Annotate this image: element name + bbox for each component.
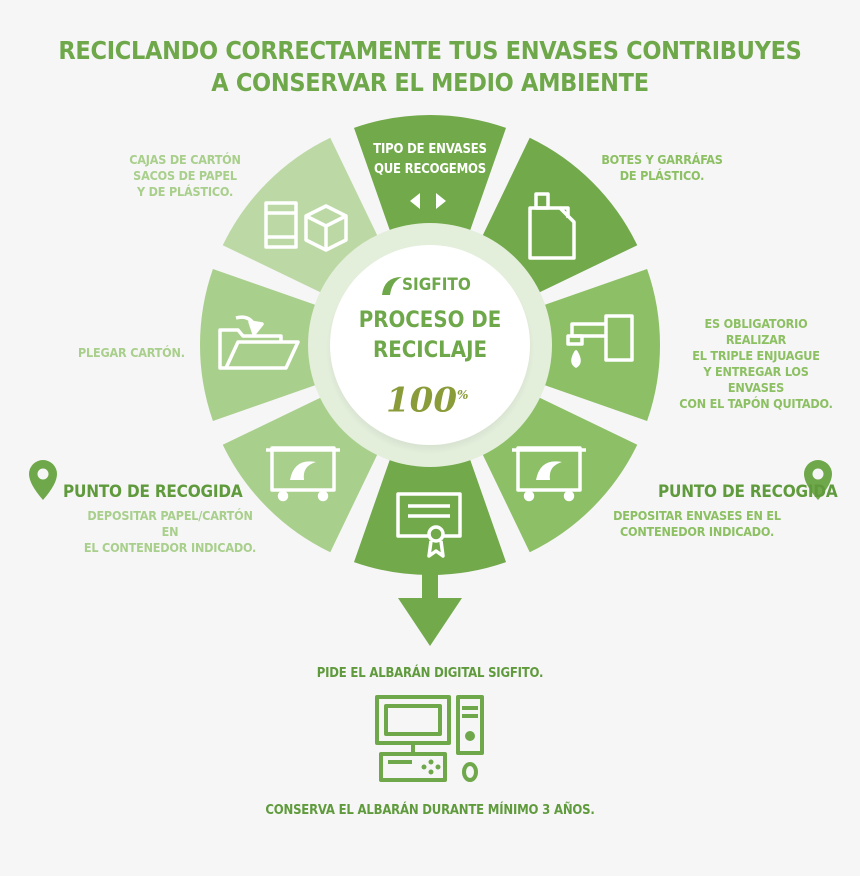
rinse-label: ES OBLIGATORIO REALIZAR EL TRIPLE ENJUAG… bbox=[676, 316, 836, 412]
faucet-icon bbox=[566, 314, 634, 368]
badge-suffix: % bbox=[456, 388, 469, 402]
rinse-line-1: ES OBLIGATORIO REALIZAR bbox=[704, 316, 808, 347]
cartons-line-1: CAJAS DE CARTÓN bbox=[129, 152, 241, 167]
pickup-right-desc-line-1: DEPOSITAR ENVASES EN EL bbox=[613, 508, 781, 523]
arrow-right-icon bbox=[436, 193, 446, 209]
pickup-right-title: PUNTO DE RECOGIDA bbox=[658, 482, 838, 502]
albaran-label: PIDE EL ALBARÁN DIGITAL SIGFITO. bbox=[316, 666, 544, 681]
center-circle bbox=[330, 245, 530, 445]
main-title-line-2: A CONSERVAR EL MEDIO AMBIENTE bbox=[211, 68, 649, 97]
pickup-left-desc: DEPOSITAR PAPEL/CARTÓN EN EL CONTENEDOR … bbox=[80, 508, 260, 556]
jerrycan-icon bbox=[528, 192, 576, 260]
rinse-line-2: EL TRIPLE ENJUAGUE bbox=[692, 348, 820, 363]
logo-text: SIGFITO bbox=[402, 275, 471, 295]
pickup-left-title: PUNTO DE RECOGIDA bbox=[63, 482, 243, 502]
badge-number: 100 bbox=[386, 380, 457, 421]
pickup-left-desc-line-2: EL CONTENEDOR INDICADO. bbox=[83, 540, 257, 555]
recycling-container-right-icon bbox=[512, 446, 586, 502]
keyboard-dots bbox=[421, 759, 441, 775]
wheel-segment-upper-left bbox=[222, 137, 379, 294]
center-title-line-2: RECICLAJE bbox=[373, 338, 487, 363]
sigfito-logo: SIGFITO bbox=[380, 273, 480, 299]
center-title: PROCESO DE RECICLAJE bbox=[330, 306, 530, 366]
cartons-label: CAJAS DE CARTÓN SACOS DE PAPEL Y DE PLÁS… bbox=[120, 152, 250, 200]
rinse-line-3: Y ENTREGAR LOS ENVASES bbox=[703, 364, 809, 395]
bottles-line-2: DE PLÁSTICO. bbox=[619, 168, 705, 183]
pickup-right-desc-line-2: CONTENEDOR INDICADO. bbox=[619, 524, 775, 539]
computer-icon bbox=[375, 695, 484, 782]
location-pin-left-icon bbox=[29, 460, 57, 500]
location-pin-right-icon bbox=[804, 460, 832, 500]
top-segment-line-1: TIPO DE ENVASES bbox=[373, 142, 487, 157]
sigfito-leaf-icon bbox=[382, 277, 402, 295]
arrow-left-icon bbox=[410, 193, 420, 209]
center-title-line-1: PROCESO DE bbox=[358, 308, 502, 333]
bottles-line-1: BOTES Y GARRÁFAS bbox=[601, 152, 723, 167]
folder-icon bbox=[218, 315, 300, 370]
keep-albaran-label: CONSERVA EL ALBARÁN DURANTE MÍNIMO 3 AÑO… bbox=[265, 803, 595, 818]
top-segment-line-2: QUE RECOGEMOS bbox=[373, 162, 486, 177]
bottles-label: BOTES Y GARRÁFAS DE PLÁSTICO. bbox=[592, 152, 732, 184]
rinse-line-4: CON EL TAPÓN QUITADO. bbox=[679, 396, 833, 411]
down-arrow-icon bbox=[398, 566, 462, 646]
pickup-left-desc-line-1: DEPOSITAR PAPEL/CARTÓN EN bbox=[87, 508, 253, 539]
wheel-segment-upper-right bbox=[481, 137, 638, 294]
wheel-segment-right bbox=[541, 268, 660, 422]
carton-box-icon bbox=[264, 201, 348, 252]
certificate-icon bbox=[396, 492, 462, 558]
top-segment-label: TIPO DE ENVASES QUE RECOGEMOS bbox=[360, 140, 500, 180]
wheel-segment-left bbox=[200, 268, 319, 422]
main-title-line-1: RECICLANDO CORRECTAMENTE TUS ENVASES CON… bbox=[58, 36, 802, 65]
recycling-container-left-icon bbox=[266, 446, 340, 502]
cartons-line-3: Y DE PLÁSTICO. bbox=[136, 184, 234, 199]
hundred-percent-badge: 100% bbox=[386, 375, 476, 420]
fold-carton-label: PLEGAR CARTÓN. bbox=[78, 345, 185, 360]
wheel-segment-top bbox=[353, 115, 507, 234]
pickup-right-desc: DEPOSITAR ENVASES EN EL CONTENEDOR INDIC… bbox=[612, 508, 782, 540]
cartons-line-2: SACOS DE PAPEL bbox=[133, 168, 237, 183]
wheel-segment-lower-right bbox=[481, 396, 638, 553]
